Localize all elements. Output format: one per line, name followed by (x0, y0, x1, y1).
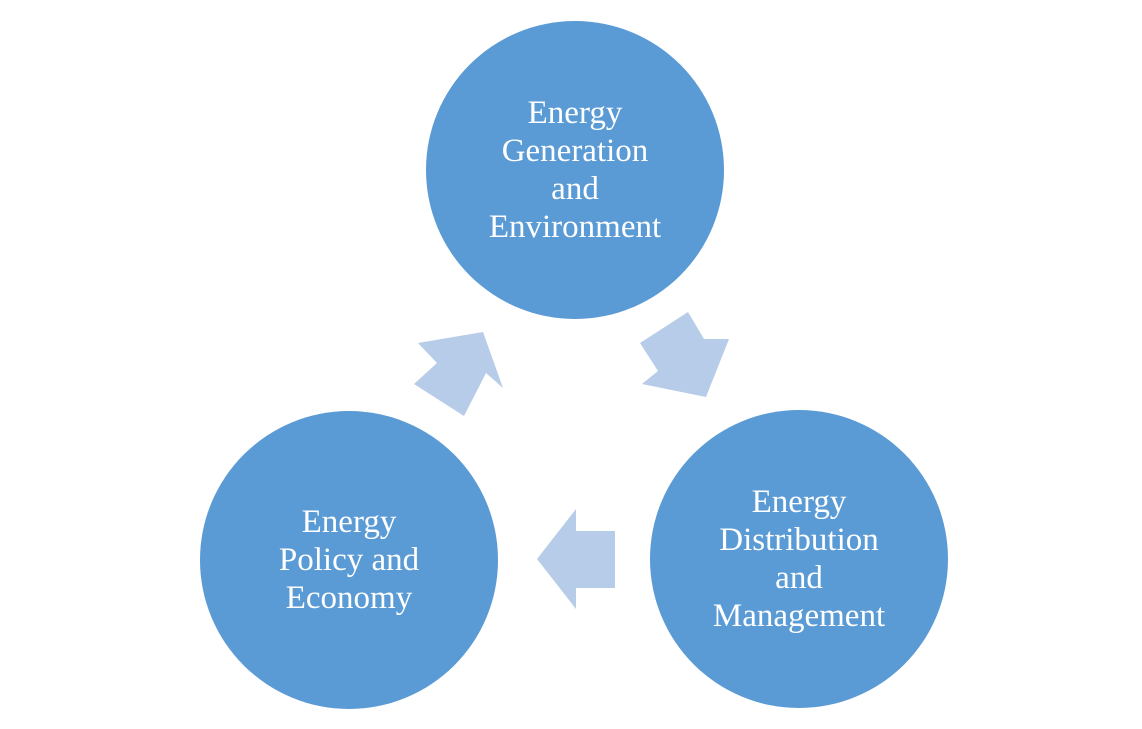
node-energy-distribution-label: Energy Distribution and Management (713, 483, 885, 635)
arrow-top-to-right (640, 312, 729, 397)
node-label-line: Distribution (719, 522, 879, 558)
node-label-line: Environment (488, 209, 662, 245)
node-energy-generation-label: Energy Generation and Environment (489, 94, 661, 246)
node-label-line: Energy (751, 484, 847, 520)
node-label-line: and (551, 171, 599, 207)
node-label-line: Energy (301, 504, 397, 540)
node-label-line: Energy (527, 95, 623, 131)
arrow-right-to-left (537, 509, 615, 609)
node-label-line: and (775, 560, 823, 596)
node-energy-distribution: Energy Distribution and Management (650, 410, 948, 708)
node-label-line: Generation (501, 133, 649, 169)
arrow-left-to-top (414, 332, 503, 416)
node-energy-generation: Energy Generation and Environment (426, 21, 724, 319)
node-label-line: Economy (285, 580, 413, 616)
node-label-line: Management (712, 598, 886, 634)
node-label-line: Policy and (278, 542, 420, 578)
node-energy-policy: Energy Policy and Economy (200, 411, 498, 709)
node-energy-policy-label: Energy Policy and Economy (279, 503, 419, 617)
